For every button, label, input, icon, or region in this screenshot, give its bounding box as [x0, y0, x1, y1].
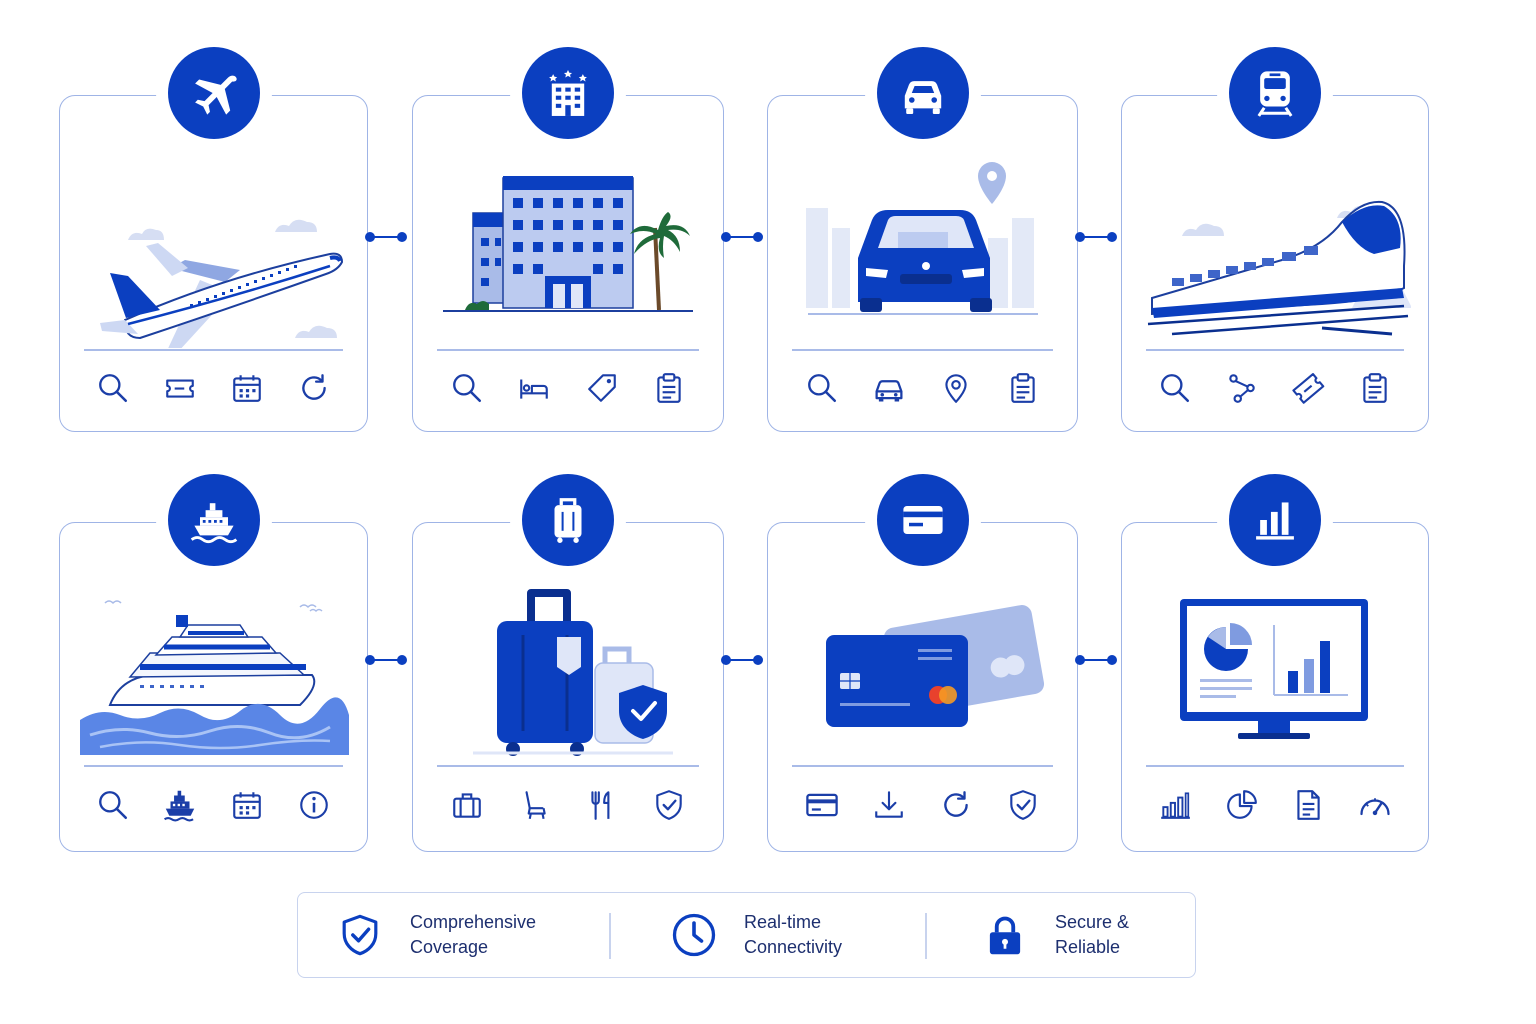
- credit-card-icon: [876, 474, 969, 566]
- features-bar: Comprehensive Coverage Real-time Connect…: [297, 892, 1196, 978]
- search-icon[interactable]: [94, 786, 132, 824]
- train-icon: [1229, 47, 1321, 139]
- search-icon[interactable]: [1156, 369, 1194, 407]
- shield-check-icon[interactable]: [650, 786, 688, 824]
- tag-icon[interactable]: [583, 369, 621, 407]
- card-divider: [84, 349, 343, 351]
- info-icon[interactable]: [295, 786, 333, 824]
- service-card-cars[interactable]: [767, 47, 1078, 432]
- ship-icon[interactable]: [161, 786, 199, 824]
- shield-check-icon: [336, 911, 384, 959]
- service-card-flights[interactable]: [59, 47, 368, 432]
- service-card-trains[interactable]: [1121, 47, 1429, 432]
- car-icon[interactable]: [870, 369, 908, 407]
- card-toolbar: [1142, 366, 1408, 410]
- card-toolbar: [1142, 783, 1408, 827]
- card-toolbar: [433, 783, 703, 827]
- download-icon[interactable]: [870, 786, 908, 824]
- connector-baggage-payments: [721, 655, 763, 665]
- analytics-monitor-illustration: [1180, 599, 1368, 739]
- card-divider: [84, 765, 343, 767]
- ticket-icon[interactable]: [161, 369, 199, 407]
- seat-icon[interactable]: [515, 786, 553, 824]
- card-divider: [792, 349, 1053, 351]
- connector-flights-hotels: [365, 232, 407, 242]
- clipboard-icon[interactable]: [1356, 369, 1394, 407]
- feature-label: Real-time Connectivity: [744, 912, 843, 957]
- feature-label: Secure & Reliable: [1055, 912, 1130, 957]
- card-toolbar: [80, 366, 347, 410]
- pie-chart-icon[interactable]: [1223, 786, 1261, 824]
- lock-icon: [981, 911, 1029, 959]
- connector-cruises-baggage: [365, 655, 407, 665]
- location-pin-icon[interactable]: [937, 369, 975, 407]
- feature-comprehensive-coverage: Comprehensive Coverage: [336, 893, 536, 977]
- route-icon[interactable]: [1223, 369, 1261, 407]
- card-icon[interactable]: [803, 786, 841, 824]
- calendar-icon[interactable]: [228, 369, 266, 407]
- cruise-ship-illustration: [80, 600, 349, 755]
- clock-icon: [670, 911, 718, 959]
- clipboard-icon[interactable]: [1004, 369, 1042, 407]
- gauge-icon[interactable]: [1356, 786, 1394, 824]
- feature-divider: [609, 913, 611, 959]
- connector-payments-analytics: [1075, 655, 1117, 665]
- card-divider: [792, 765, 1053, 767]
- luggage-icon: [522, 474, 614, 566]
- car-icon: [876, 47, 969, 139]
- card-toolbar: [80, 783, 347, 827]
- refresh-icon[interactable]: [295, 369, 333, 407]
- briefcase-icon[interactable]: [448, 786, 486, 824]
- train-illustration: [1147, 200, 1411, 336]
- connector-hotels-cars: [721, 232, 763, 242]
- credit-card-illustration: [826, 605, 1045, 727]
- document-icon[interactable]: [1289, 786, 1327, 824]
- car-illustration: [806, 162, 1038, 315]
- card-divider: [1146, 349, 1404, 351]
- service-card-payments[interactable]: [767, 474, 1078, 852]
- airplane-icon: [167, 47, 260, 139]
- search-icon[interactable]: [448, 369, 486, 407]
- hotel-illustration: [443, 176, 693, 312]
- ticket-icon[interactable]: [1289, 369, 1327, 407]
- hotel-icon: [522, 47, 614, 139]
- service-card-hotels[interactable]: [412, 47, 724, 432]
- search-icon[interactable]: [94, 369, 132, 407]
- calendar-icon[interactable]: [228, 786, 266, 824]
- service-card-baggage[interactable]: [412, 474, 724, 852]
- service-card-analytics[interactable]: [1121, 474, 1429, 852]
- cruise-ship-icon: [167, 474, 260, 566]
- luggage-illustration: [473, 589, 673, 756]
- feature-secure-reliable: Secure & Reliable: [981, 893, 1129, 977]
- connector-cars-trains: [1075, 232, 1117, 242]
- card-toolbar: [433, 366, 703, 410]
- service-card-cruises[interactable]: [59, 474, 368, 852]
- card-divider: [437, 349, 699, 351]
- bed-icon[interactable]: [515, 369, 553, 407]
- bar-chart-icon[interactable]: [1156, 786, 1194, 824]
- card-divider: [1146, 765, 1404, 767]
- card-divider: [437, 765, 699, 767]
- fork-knife-icon[interactable]: [583, 786, 621, 824]
- search-icon[interactable]: [803, 369, 841, 407]
- clipboard-icon[interactable]: [650, 369, 688, 407]
- feature-label: Comprehensive Coverage: [410, 912, 537, 957]
- bar-chart-icon: [1229, 474, 1321, 566]
- airplane-illustration: [100, 219, 344, 348]
- shield-check-icon[interactable]: [1004, 786, 1042, 824]
- feature-divider: [925, 913, 927, 959]
- feature-real-time-connectivity: Real-time Connectivity: [670, 893, 842, 977]
- card-toolbar: [788, 783, 1057, 827]
- card-toolbar: [788, 366, 1057, 410]
- refresh-icon[interactable]: [937, 786, 975, 824]
